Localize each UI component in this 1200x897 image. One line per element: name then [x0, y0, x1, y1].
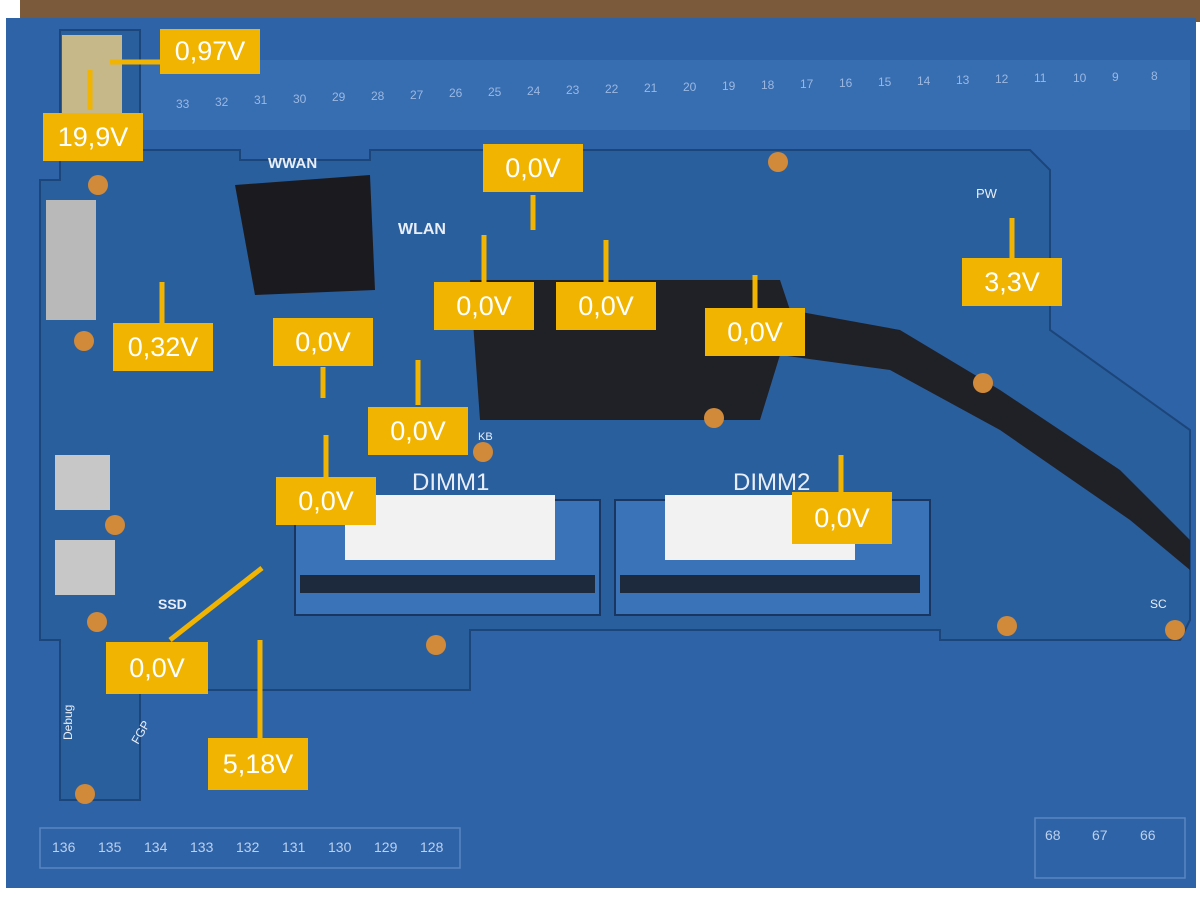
svg-text:132: 132 — [236, 839, 260, 855]
svg-text:13: 13 — [956, 73, 970, 87]
voltage-label-wlan-right: 0,0V — [556, 282, 656, 330]
svg-text:23: 23 — [566, 83, 580, 97]
voltage-label-bottom: 5,18V — [208, 738, 308, 790]
svg-text:10: 10 — [1073, 71, 1087, 85]
svg-text:68: 68 — [1045, 827, 1061, 843]
mat-grid-bottom: 136 135 134 133 132 131 130 129 128 68 6… — [39, 817, 1186, 879]
svg-text:20: 20 — [683, 80, 697, 94]
svg-text:133: 133 — [190, 839, 214, 855]
svg-text:19: 19 — [722, 79, 736, 93]
port-ethernet — [46, 200, 96, 320]
svg-text:66: 66 — [1140, 827, 1156, 843]
svg-text:14: 14 — [917, 74, 931, 88]
svg-text:130: 130 — [328, 839, 352, 855]
wlan-silkscreen: WLAN — [398, 221, 446, 238]
svg-text:24: 24 — [527, 84, 541, 98]
port-usb-a — [55, 540, 115, 595]
voltage-label-cpu-left-mid: 0,0V — [368, 407, 468, 455]
svg-text:9: 9 — [1112, 70, 1119, 84]
heatpipe — [470, 280, 1190, 570]
svg-text:12: 12 — [995, 72, 1009, 86]
svg-text:134: 134 — [144, 839, 168, 855]
svg-text:25: 25 — [488, 85, 502, 99]
voltage-label-wlan-left: 0,0V — [434, 282, 534, 330]
voltage-label-pw-connector: 3,3V — [962, 258, 1062, 306]
voltage-label-left-regulator: 0,32V — [113, 323, 213, 371]
svg-text:67: 67 — [1092, 827, 1108, 843]
kb-silkscreen: KB — [478, 431, 493, 443]
ruler-numbers: 33 32 31 30 29 28 27 26 25 24 23 22 21 2… — [176, 69, 1158, 111]
voltage-label-ssd: 0,0V — [106, 642, 208, 694]
wwan-silkscreen: WWAN — [268, 155, 317, 172]
svg-text:131: 131 — [282, 839, 306, 855]
dimm2-silkscreen: DIMM2 — [733, 469, 810, 496]
svg-text:26: 26 — [449, 86, 463, 100]
svg-text:136: 136 — [52, 839, 76, 855]
svg-text:29: 29 — [332, 90, 346, 104]
voltage-label-cpu-left-lower: 0,0V — [276, 477, 376, 525]
sc-silkscreen: SC — [1150, 597, 1167, 611]
dimm1-sticker — [345, 495, 555, 560]
voltage-label-top-center: 0,0V — [483, 144, 583, 192]
voltage-label-dimm2: 0,0V — [792, 492, 892, 544]
debug-silkscreen: Debug — [61, 705, 75, 740]
svg-text:16: 16 — [839, 76, 853, 90]
ruler-strip — [140, 60, 1190, 130]
screw-holes — [74, 152, 1185, 804]
wwan-shield — [235, 175, 375, 295]
pw-silkscreen: PW — [976, 186, 998, 201]
svg-text:8: 8 — [1151, 69, 1158, 83]
voltage-label-cpu-left-upper: 0,0V — [273, 318, 373, 366]
svg-text:21: 21 — [644, 81, 658, 95]
callout-leader-lines — [87, 59, 1015, 738]
svg-text:15: 15 — [878, 75, 892, 89]
svg-text:135: 135 — [98, 839, 122, 855]
svg-text:33: 33 — [176, 97, 190, 111]
wood-edge — [20, 0, 1200, 22]
svg-text:128: 128 — [420, 839, 444, 855]
ssd-silkscreen: SSD — [158, 596, 187, 612]
svg-text:18: 18 — [761, 78, 775, 92]
svg-text:32: 32 — [215, 95, 229, 109]
svg-text:11: 11 — [1034, 71, 1047, 85]
svg-text:17: 17 — [800, 77, 814, 91]
svg-text:28: 28 — [371, 89, 385, 103]
svg-text:31: 31 — [254, 93, 268, 107]
svg-text:27: 27 — [410, 88, 424, 102]
svg-text:22: 22 — [605, 82, 619, 96]
svg-text:30: 30 — [293, 92, 307, 106]
voltage-label-dc-jack: 19,9V — [43, 113, 143, 161]
svg-text:129: 129 — [374, 839, 398, 855]
port-usb-c — [55, 455, 110, 510]
voltage-label-dc-jack-top: 0,97V — [160, 29, 260, 74]
voltage-label-heatpipe-right: 0,0V — [705, 308, 805, 356]
dimm1-silkscreen: DIMM1 — [412, 469, 489, 496]
